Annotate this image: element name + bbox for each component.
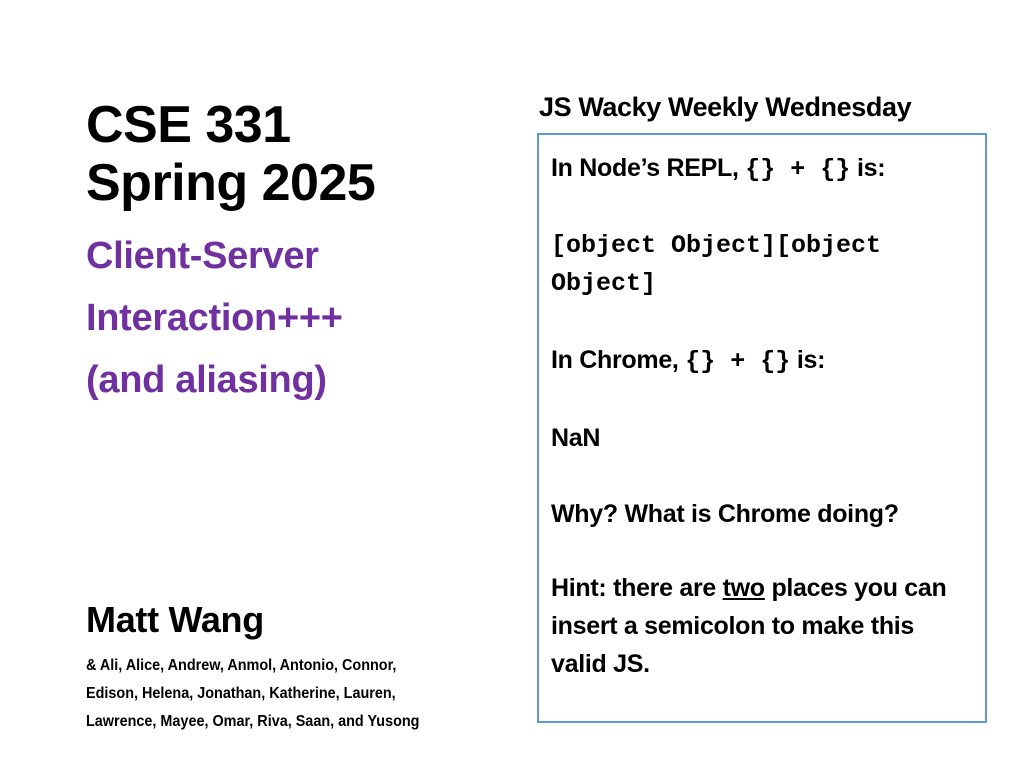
lecture-subtitle: Client-Server Interaction+++ (and aliasi…	[86, 226, 506, 412]
node-prompt-prefix: In Node’s REPL,	[551, 154, 746, 183]
staff-line-2: Edison, Helena, Jonathan, Katherine, Lau…	[86, 684, 396, 702]
node-result-line-1: [object Object][object	[551, 231, 882, 261]
spacer-3	[551, 381, 975, 419]
spacer-2	[551, 303, 975, 341]
node-prompt-code: {} + {}	[745, 155, 851, 185]
subtitle-line-3: (and aliasing)	[86, 359, 327, 402]
subtitle-line-2: Interaction+++	[86, 297, 343, 340]
node-prompt-suffix: is:	[850, 154, 886, 183]
course-title-line-1: CSE 331	[86, 96, 291, 154]
node-result-line-2: Object]	[551, 269, 657, 299]
chrome-result-line: NaN	[551, 424, 601, 453]
staff-line-3: Lawrence, Mayee, Omar, Riva, Saan, and Y…	[86, 712, 420, 730]
course-title-line-2: Spring 2025	[86, 154, 376, 213]
staff-line-1: & Ali, Alice, Andrew, Anmol, Antonio, Co…	[86, 656, 397, 674]
hint-line: Hint: there are two places you can inser…	[551, 569, 975, 683]
spacer-1	[551, 189, 975, 227]
hint-prefix: Hint: there are	[551, 574, 723, 603]
section-heading: JS Wacky Weekly Wednesday	[539, 92, 912, 122]
chrome-prompt-code: {} + {}	[685, 347, 791, 377]
question-panel: In Node’s REPL, {} + {} is: [object Obje…	[537, 133, 987, 724]
chrome-prompt-suffix: is:	[790, 346, 826, 375]
title-block: CSE 331 Spring 2025 Client-Server Intera…	[86, 96, 506, 412]
hint-emphasis: two	[722, 574, 765, 603]
hint-suffix: places you can insert a semicolon to mak…	[551, 574, 947, 679]
spacer-4	[551, 457, 975, 495]
node-prompt-line: In Node’s REPL, {} + {} is:	[551, 149, 975, 189]
subtitle-line-1: Client-Server	[86, 235, 319, 278]
chrome-prompt-prefix: In Chrome,	[551, 346, 686, 375]
page-title: CSE 331 Spring 2025	[86, 96, 506, 212]
spacer-5	[551, 533, 975, 569]
staff-credit-list: & Ali, Alice, Andrew, Anmol, Antonio, Co…	[86, 652, 473, 736]
wacky-wednesday-section: JS Wacky Weekly Wednesday In Node’s REPL…	[537, 92, 987, 724]
author-name: Matt Wang	[86, 599, 264, 640]
author-block: Matt Wang & Ali, Alice, Andrew, Anmol, A…	[86, 600, 516, 736]
why-question-line: Why? What is Chrome doing?	[551, 500, 899, 529]
chrome-prompt-line: In Chrome, {} + {} is:	[551, 341, 975, 381]
